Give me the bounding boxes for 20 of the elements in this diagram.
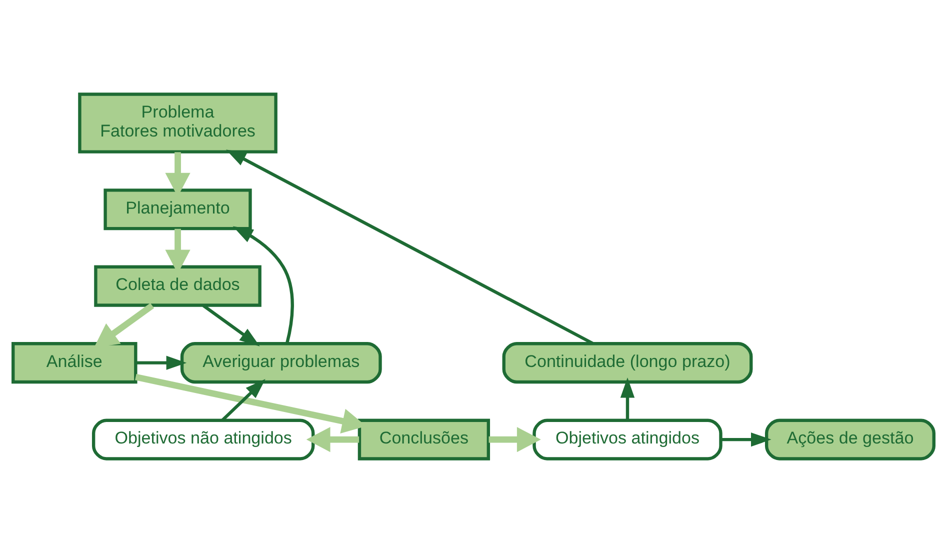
node-box: Problema Fatores motivadores	[78, 92, 278, 153]
node-box: Análise	[12, 342, 138, 384]
arrow	[620, 376, 635, 420]
arrow	[232, 226, 294, 344]
arrow	[721, 432, 772, 446]
arrow	[221, 378, 266, 421]
node-box: Coleta de dados	[94, 264, 262, 306]
node-box: Objetivos atingidos	[532, 418, 722, 460]
node-box: Planejamento	[104, 188, 252, 230]
node-box: Objetivos não atingidos	[92, 418, 315, 460]
arrow	[306, 426, 360, 452]
node-box: Continuidade (longo prazo)	[502, 342, 753, 384]
node-box: Averiguar problemas	[180, 342, 382, 384]
arrow	[202, 304, 260, 346]
arrow	[136, 355, 187, 370]
arrow	[226, 149, 594, 344]
node-box: Ações de gestão	[764, 418, 936, 460]
arrow	[488, 426, 541, 452]
node-box: Conclusões	[358, 418, 490, 460]
arrow	[94, 302, 154, 348]
